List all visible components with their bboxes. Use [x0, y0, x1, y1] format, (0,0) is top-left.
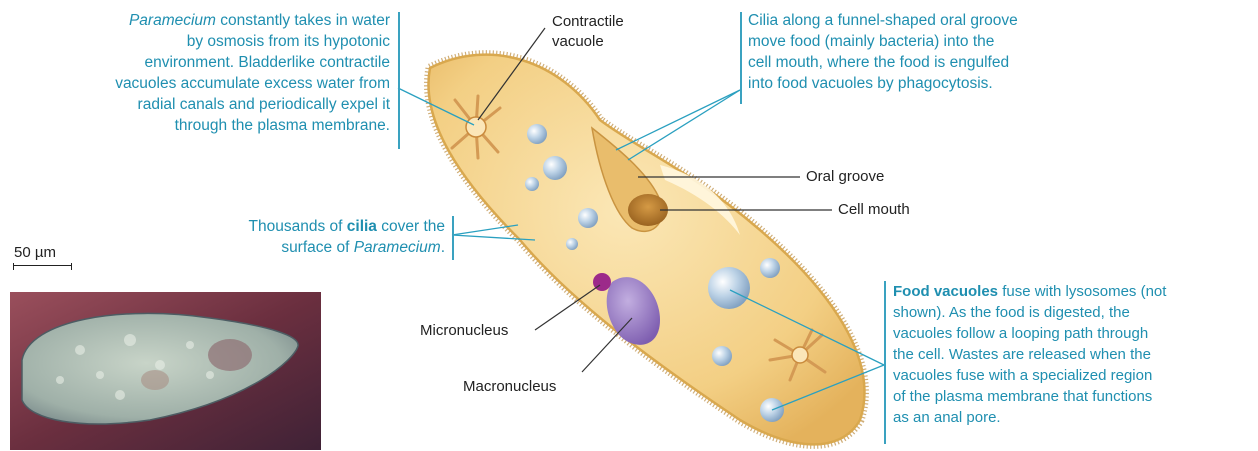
callout-bar-food-vacuoles	[884, 281, 886, 444]
callout-bar-cilia-cover	[452, 216, 454, 260]
callout-contractile: Paramecium constantly takes in water by …	[20, 10, 390, 136]
label-micronucleus: Micronucleus	[420, 320, 508, 341]
callout-bar-cilia-oral	[740, 12, 742, 104]
callout-cilia-cover: Thousands of cilia cover the surface of …	[150, 216, 445, 258]
label-oral-groove: Oral groove	[806, 166, 884, 187]
label-cell-mouth: Cell mouth	[838, 199, 910, 220]
label-macronucleus: Macronucleus	[463, 376, 556, 397]
callout-bar-contractile	[398, 12, 400, 149]
scale-bar	[13, 263, 72, 270]
label-contractile-vacuole: Contractile vacuole	[552, 12, 624, 52]
micrograph-photo	[10, 292, 321, 450]
callout-cilia-oral-groove: Cilia along a funnel-shaped oral groove …	[748, 10, 1108, 94]
scale-label: 50 µm	[14, 244, 56, 261]
callout-food-vacuoles: Food vacuoles fuse with lysosomes (not s…	[893, 281, 1253, 428]
